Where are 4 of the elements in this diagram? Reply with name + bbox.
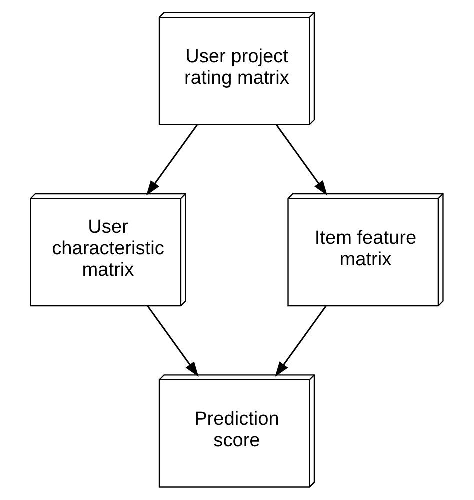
arrow bbox=[276, 124, 328, 196]
arrow bbox=[146, 124, 198, 196]
arrow bbox=[275, 306, 327, 377]
arrow bbox=[147, 306, 199, 377]
